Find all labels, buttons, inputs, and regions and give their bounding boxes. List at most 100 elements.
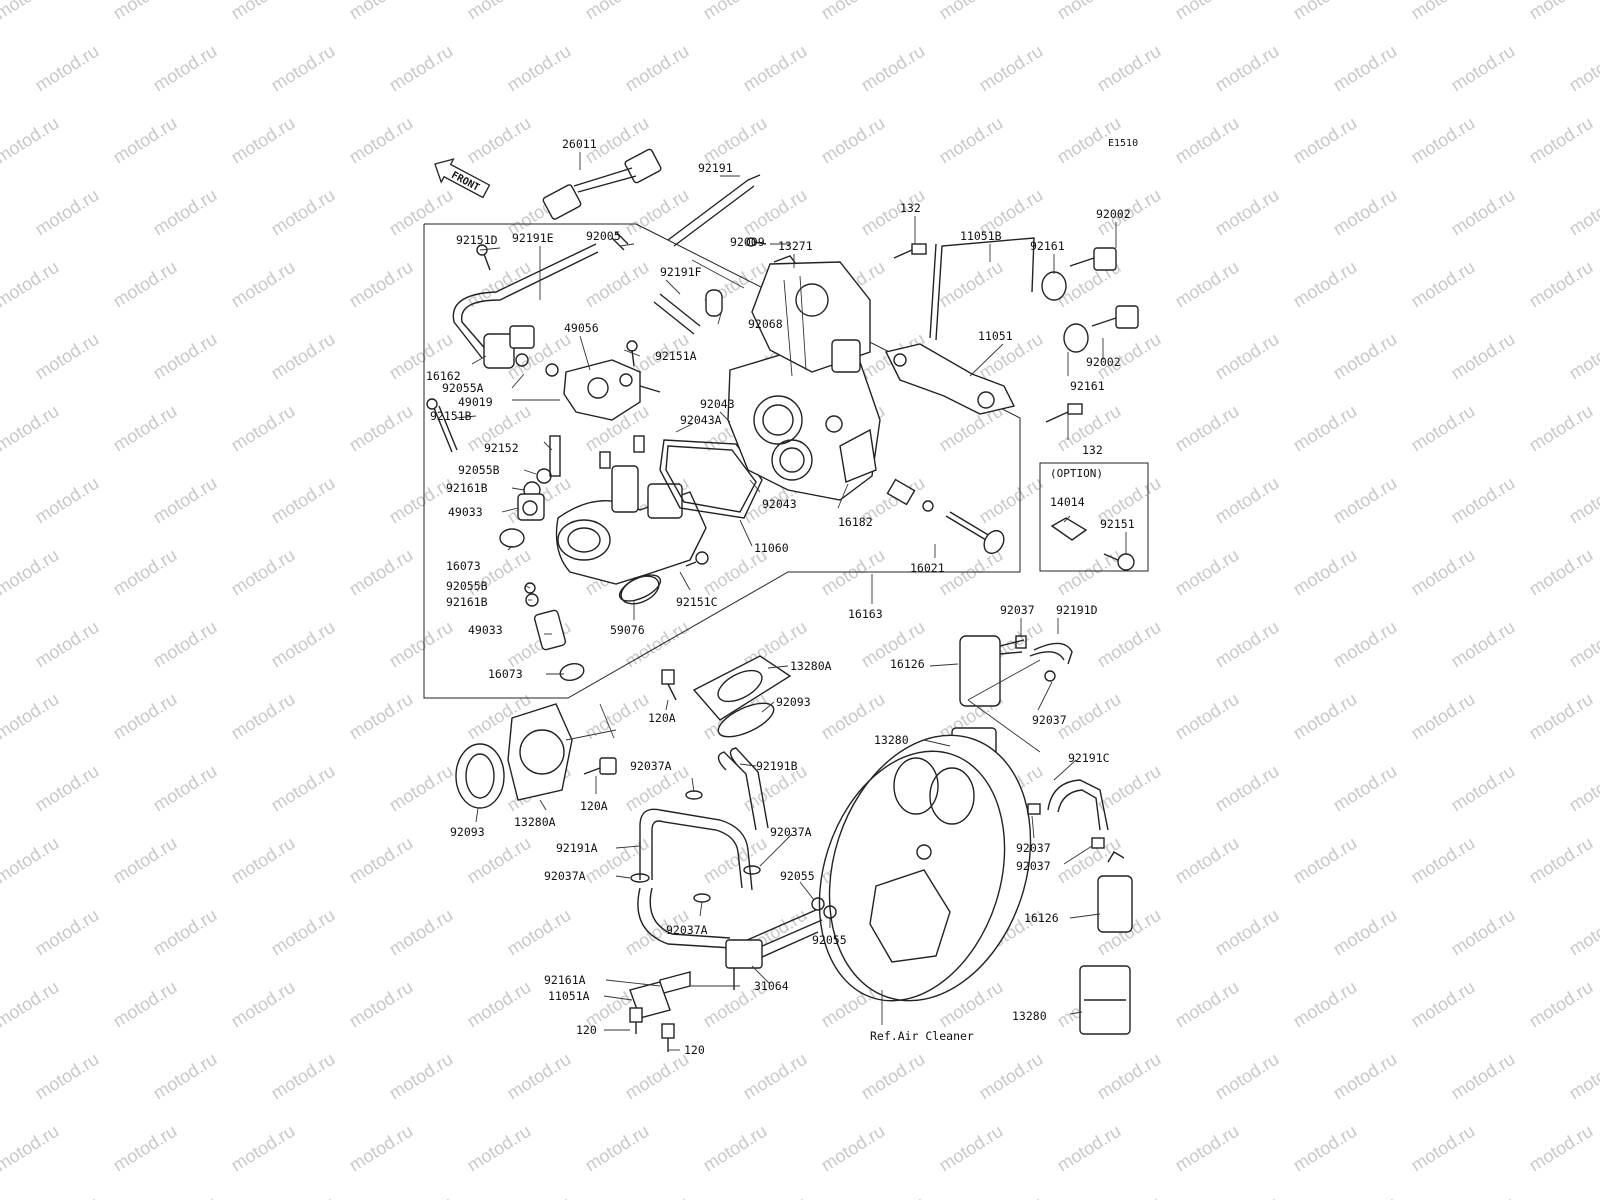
option-box [1039, 462, 1149, 572]
watermark-text: motod.ru [1408, 113, 1479, 168]
throttle-body-part [727, 261, 881, 501]
watermark-text: motod.ru [346, 545, 417, 600]
part-label-120a: 120 [576, 1023, 597, 1037]
watermark-text: motod.ru [1290, 113, 1361, 168]
watermark-text: motod.ru [976, 1193, 1047, 1200]
watermark-text: motod.ru [1526, 977, 1597, 1032]
watermark-text: motod.ru [346, 257, 417, 312]
watermark-text: motod.ru [32, 41, 103, 96]
screw-92009-part [746, 237, 767, 247]
watermark-text: motod.ru [346, 689, 417, 744]
watermark-text: motod.ru [1448, 905, 1519, 960]
part-label-92002b: 92002 [1086, 355, 1121, 369]
watermark-text: motod.ru [818, 1121, 889, 1176]
hose-92191A-part [639, 808, 753, 891]
watermark-text: motod.ru [346, 1121, 417, 1176]
part-label-92055b: 92055 [812, 933, 847, 947]
part-label-14014: 14014 [1050, 495, 1085, 509]
part-label-49033b: 49033 [468, 623, 503, 637]
watermark-text: motod.ru [346, 833, 417, 888]
watermark-text: motod.ru [1330, 761, 1401, 816]
watermark-text: motod.ru [0, 0, 62, 23]
watermark-text: motod.ru [1290, 1121, 1361, 1176]
watermark-text: motod.ru [1212, 473, 1283, 528]
watermark-text: motod.ru [268, 329, 339, 384]
part-label-11051: 11051 [978, 329, 1013, 343]
watermark-text: motod.ru [464, 977, 535, 1032]
watermark-text: motod.ru [504, 41, 575, 96]
watermark-text: motod.ru [464, 1121, 535, 1176]
watermark-text: motod.ru [268, 761, 339, 816]
watermark-text: motod.ru [268, 905, 339, 960]
watermark-text: motod.ru [622, 185, 693, 240]
watermark-text: motod.ru [1566, 761, 1600, 816]
pin-small-part [599, 451, 611, 469]
watermark-text: motod.ru [1094, 1049, 1165, 1104]
watermark-text: motod.ru [346, 401, 417, 456]
watermark-text: motod.ru [228, 257, 299, 312]
part-label-49056: 49056 [564, 321, 599, 335]
part-label-92093a: 92093 [776, 695, 811, 709]
watermark-text: motod.ru [228, 113, 299, 168]
watermark-text: motod.ru [228, 689, 299, 744]
long-bolt-part [426, 398, 458, 453]
watermark-text: motod.ru [0, 833, 62, 888]
part-label-92191C: 92191C [1068, 751, 1110, 765]
watermark-text: motod.ru [700, 1121, 771, 1176]
hose-92191F-part [653, 293, 701, 335]
watermark-text: motod.ru [32, 473, 103, 528]
watermark-text: motod.ru [464, 0, 535, 23]
watermark-text: motod.ru [110, 833, 181, 888]
part-label-92152: 92152 [484, 441, 519, 455]
part-label-92037d: 92037 [1016, 859, 1051, 873]
watermark-text: motod.ru [32, 1049, 103, 1104]
watermark-text: motod.ru [1330, 1049, 1401, 1104]
watermark-text: motod.ru [228, 833, 299, 888]
part-label-92151: 92151 [1100, 517, 1135, 531]
watermark-text: motod.ru [228, 1121, 299, 1176]
watermark-text: motod.ru [1290, 545, 1361, 600]
injector-upper-part [517, 493, 545, 521]
seal-59076-part [618, 574, 662, 602]
watermark-text: motod.ru [1448, 617, 1519, 672]
watermark-text: motod.ru [0, 1121, 62, 1176]
watermark-text: motod.ru [386, 761, 457, 816]
watermark-text: motod.ru [150, 1193, 221, 1200]
collar-92161-lower-part [1063, 323, 1089, 353]
watermark-text: motod.ru [1330, 617, 1401, 672]
watermark-text: motod.ru [268, 185, 339, 240]
watermark-text: motod.ru [504, 1049, 575, 1104]
holder-13280A-upper-part [692, 655, 792, 738]
bolt-132-lower-part [1045, 403, 1083, 423]
watermark-text: motod.ru [818, 0, 889, 23]
map-sensor-part [483, 325, 559, 377]
bolt-120A-upper-part [661, 669, 677, 701]
watermark-text: motod.ru [150, 617, 221, 672]
screw-92151D-part [476, 244, 491, 271]
watermark-text: motod.ru [1448, 761, 1519, 816]
part-label-16073a: 16073 [446, 559, 481, 573]
watermark-text: motod.ru [150, 41, 221, 96]
watermark-text: motod.ru [1566, 617, 1600, 672]
watermark-text: motod.ru [150, 185, 221, 240]
watermark-text: motod.ru [228, 401, 299, 456]
part-label-92161A: 92161A [544, 973, 586, 987]
part-label-49033a: 49033 [448, 505, 483, 519]
part-label-92151A: 92151A [655, 349, 697, 363]
watermark-text: motod.ru [1448, 329, 1519, 384]
watermark-text: motod.ru [1212, 1049, 1283, 1104]
watermark-text: motod.ru [1526, 833, 1597, 888]
watermark-text: motod.ru [858, 1049, 929, 1104]
watermark-text: motod.ru [1054, 545, 1125, 600]
watermark-text: motod.ru [858, 1193, 929, 1200]
watermark-text: motod.ru [150, 761, 221, 816]
watermark-text: motod.ru [1212, 185, 1283, 240]
watermark-text: motod.ru [1408, 689, 1479, 744]
watermark-text: motod.ru [582, 1121, 653, 1176]
watermark-text: motod.ru [1212, 617, 1283, 672]
o-ring-92055-upper-part [811, 897, 825, 911]
watermark-text: motod.ru [228, 0, 299, 23]
part-label-92161Bb: 92161B [446, 595, 488, 609]
watermark-text: motod.ru [150, 473, 221, 528]
